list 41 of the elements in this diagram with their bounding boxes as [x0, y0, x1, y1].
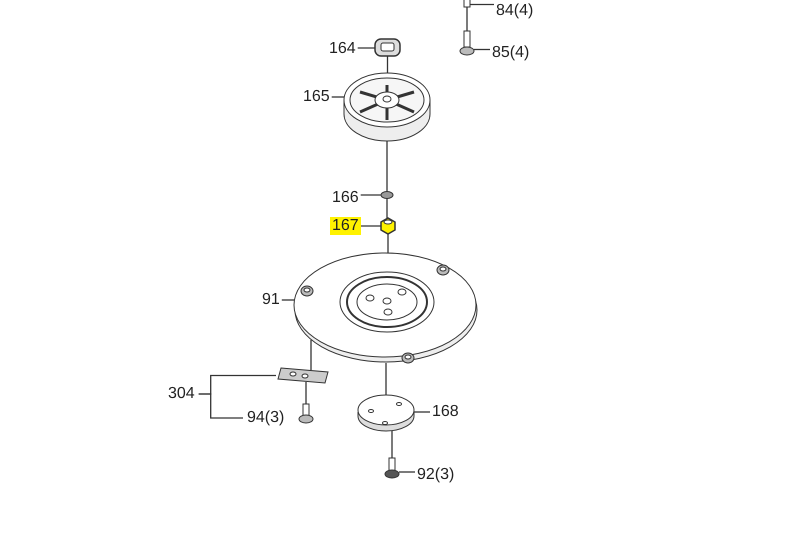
leader-line	[466, 7, 468, 31]
part-drawing	[358, 394, 414, 432]
leader-line	[198, 393, 243, 419]
leader-line	[282, 299, 294, 301]
leader-line	[391, 431, 393, 458]
part-drawing	[374, 38, 401, 57]
part-drawing	[298, 404, 314, 424]
leader-line	[358, 47, 375, 49]
part-drawing	[464, 0, 470, 8]
part-drawing	[384, 458, 400, 478]
leader-line	[474, 48, 490, 50]
part-number: 168	[430, 403, 461, 421]
part-drawing	[380, 217, 396, 235]
part-number: 165	[301, 88, 332, 106]
part-drawing	[344, 72, 430, 142]
part-drawing	[294, 252, 478, 364]
leader-line	[399, 471, 415, 473]
leader-line	[360, 225, 381, 227]
leader-line	[386, 141, 388, 192]
leader-line	[387, 234, 389, 253]
part-number: 94(3)	[245, 409, 286, 427]
part-number: 164	[327, 40, 358, 58]
part-drawing	[460, 30, 474, 56]
leader-line	[470, 4, 494, 6]
part-drawing	[277, 367, 329, 384]
leader-line	[305, 382, 307, 404]
part-number: 92(3)	[415, 466, 456, 484]
part-number: 91	[260, 291, 282, 309]
part-drawing	[380, 191, 394, 199]
part-number: 304	[166, 385, 197, 403]
part-number: 85(4)	[490, 44, 532, 62]
part-number: 84(4)	[494, 2, 536, 20]
part-number: 167	[330, 217, 361, 235]
leader-line	[360, 194, 381, 196]
leader-line	[385, 363, 387, 395]
leader-line	[386, 56, 388, 73]
part-number: 166	[330, 189, 361, 207]
leader-line	[310, 340, 312, 370]
leader-line	[414, 411, 430, 413]
leader-line	[332, 96, 344, 98]
leader-line	[386, 198, 388, 218]
